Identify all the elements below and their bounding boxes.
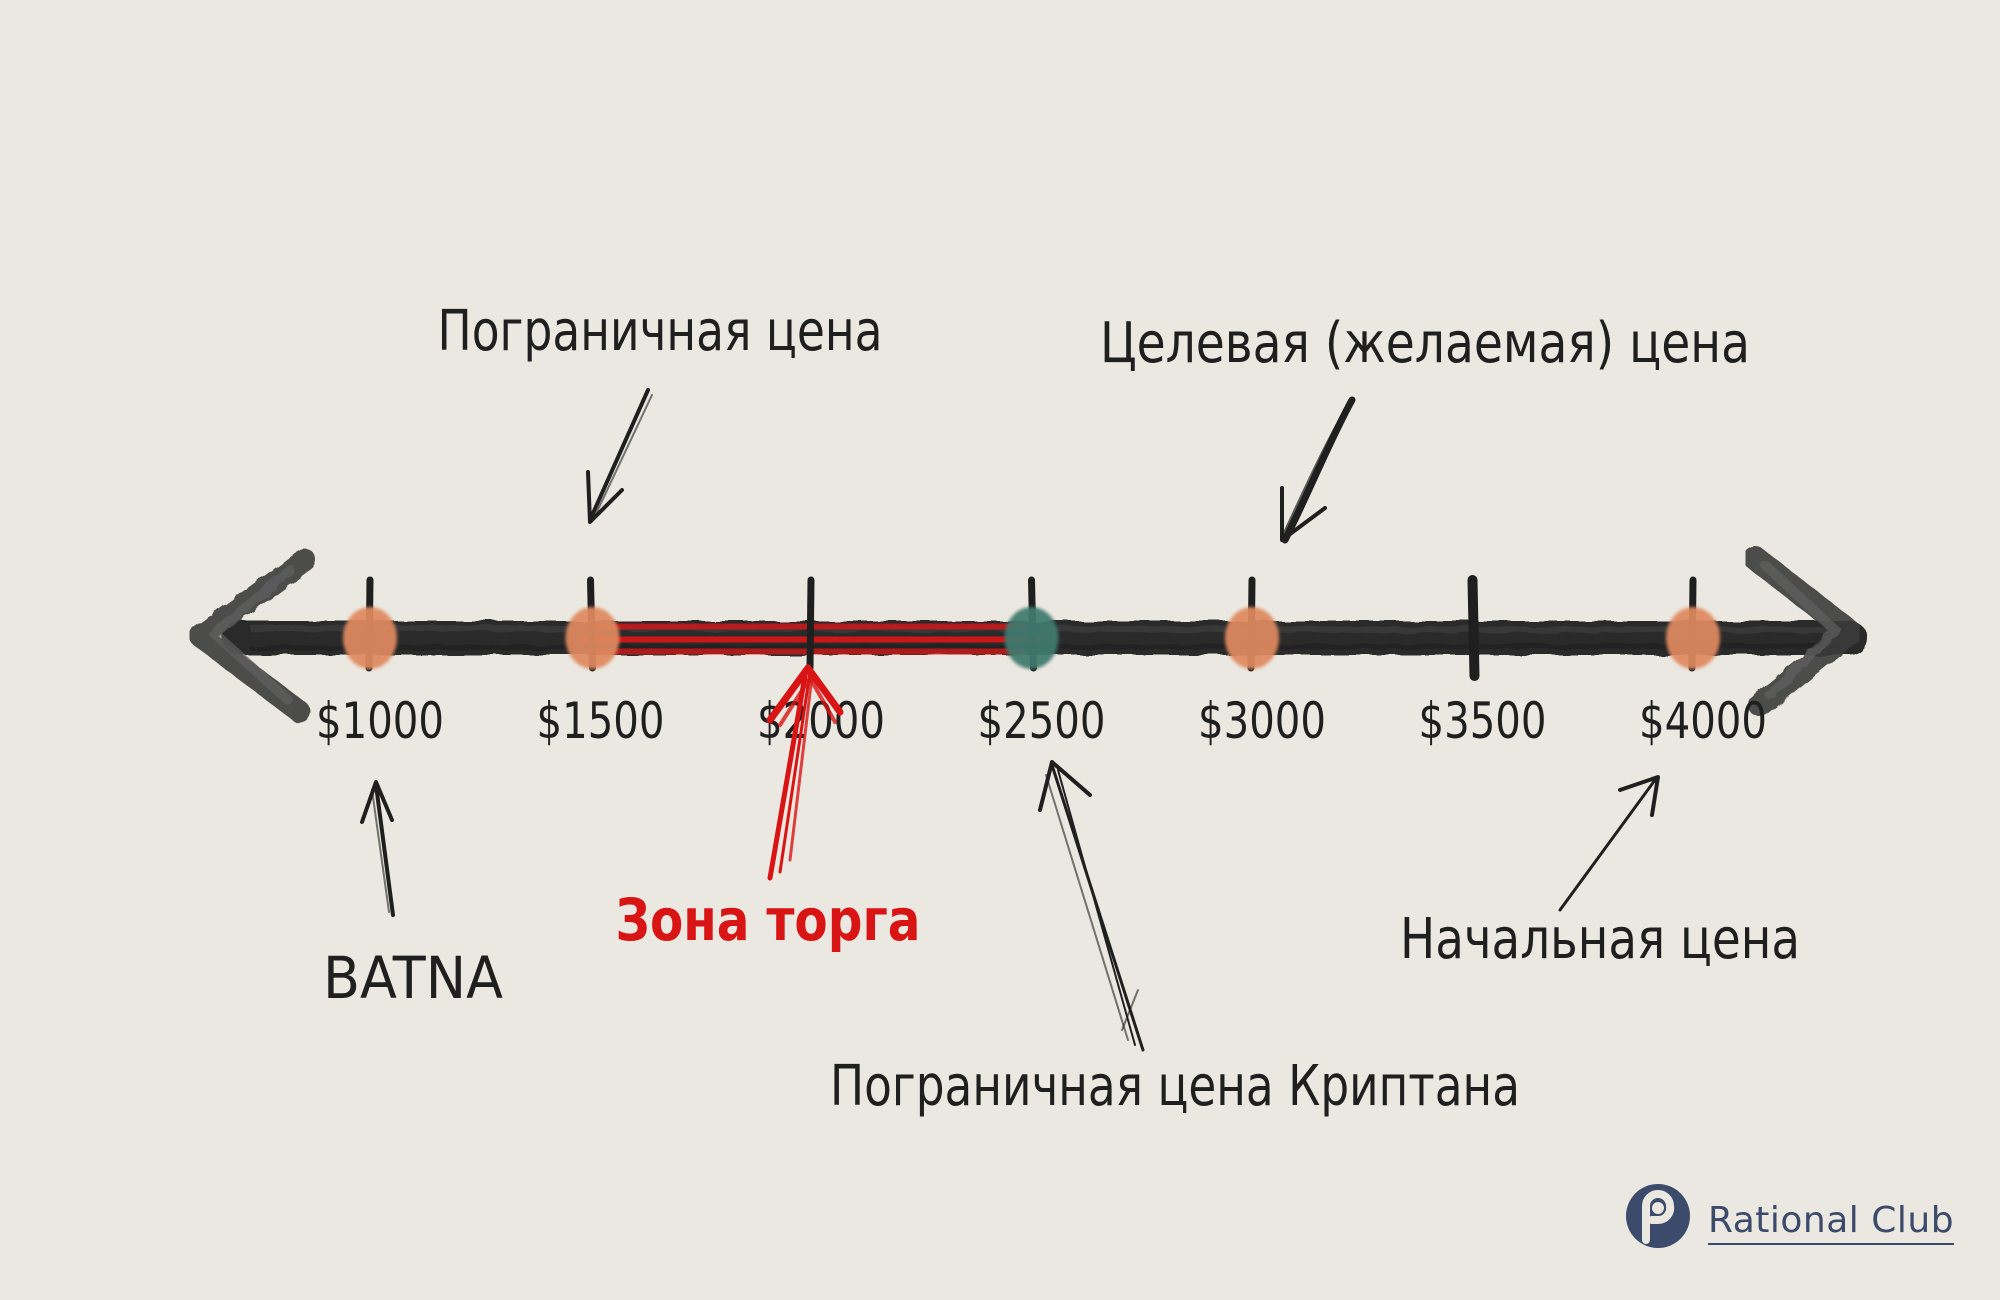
target-price-arrow xyxy=(1280,396,1356,544)
kriptan-reservation-price-point xyxy=(1004,607,1059,669)
zone-label: Зона торга xyxy=(616,886,921,954)
opening-price-label: Начальная цена xyxy=(1400,907,1800,972)
reservation-price-point xyxy=(565,607,620,669)
tick-label-3500: $3500 xyxy=(1419,692,1547,750)
left-arrowhead xyxy=(189,549,316,723)
opening-price-point xyxy=(1666,607,1720,669)
annotation-arrows xyxy=(360,388,1660,1052)
reservation-price-point-dot xyxy=(565,607,620,669)
batna-point-dot xyxy=(343,607,397,669)
target-price-point-dot xyxy=(1225,607,1279,669)
reservation-price-label: Пограничная цена xyxy=(438,299,883,364)
tick-label-1500: $1500 xyxy=(537,692,665,750)
tick-mark-3500 xyxy=(1467,575,1480,681)
right-arrowhead xyxy=(1743,546,1862,717)
opening-price-point-dot xyxy=(1666,607,1720,669)
tick-label-2500: $2500 xyxy=(978,692,1106,750)
target-price-label: Целевая (желаемая) цена xyxy=(1100,311,1750,376)
kriptan-reservation-price-point-dot xyxy=(1004,607,1059,669)
reservation-price-arrow xyxy=(586,388,653,524)
tick-mark-2000 xyxy=(806,576,815,672)
tick-label-4000: $4000 xyxy=(1639,692,1767,750)
kriptan-reservation-price-arrow xyxy=(1038,760,1145,1052)
points xyxy=(343,607,1720,669)
tick-label-2000: $2000 xyxy=(757,692,885,750)
batna-point xyxy=(343,607,397,669)
tick-label-1000: $1000 xyxy=(316,692,444,750)
zone-arrow xyxy=(766,664,844,881)
rational-club-logo-icon xyxy=(1626,1184,1690,1248)
target-price-point xyxy=(1225,607,1279,669)
batna-label: BATNA xyxy=(323,944,503,1012)
kriptan-reservation-price-label: Пограничная цена Криптана xyxy=(830,1054,1520,1119)
tick-label-3000: $3000 xyxy=(1198,692,1326,750)
brand-name: Rational Club xyxy=(1708,1200,1955,1245)
batna-arrow xyxy=(360,780,395,917)
brand-logo: Rational Club xyxy=(1622,1180,1962,1250)
opening-price-arrow xyxy=(1558,775,1660,912)
